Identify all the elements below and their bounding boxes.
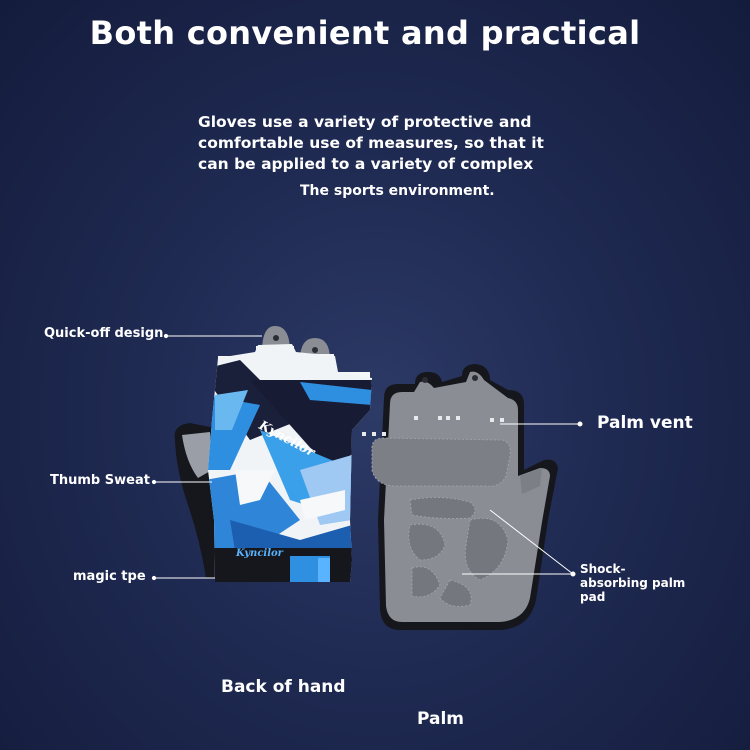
brand-logo-strap: Kyncilor bbox=[235, 548, 284, 559]
shock-absorbing-pads bbox=[408, 496, 509, 607]
label-palm: Palm bbox=[417, 709, 465, 729]
description-continued: The sports environment. bbox=[300, 183, 495, 199]
label-quick-off-design: Quick-off design bbox=[44, 326, 164, 341]
label-magic-tpe: magic tpe bbox=[73, 569, 146, 584]
palm-glove bbox=[362, 364, 558, 630]
back-of-hand-glove: Kyncilor Kyncilor bbox=[174, 326, 372, 582]
page-title: Both convenient and practical bbox=[89, 14, 641, 52]
label-thumb-sweat: Thumb Sweat bbox=[50, 473, 150, 488]
description-text: Gloves use a variety of protective and c… bbox=[198, 113, 544, 173]
label-back-of-hand: Back of hand bbox=[221, 677, 346, 697]
palm-vent-holes bbox=[362, 416, 504, 436]
label-palm-vent: Palm vent bbox=[597, 413, 693, 433]
label-shock-absorbing-palm-pad: Shock-absorbing palm pad bbox=[580, 562, 686, 604]
